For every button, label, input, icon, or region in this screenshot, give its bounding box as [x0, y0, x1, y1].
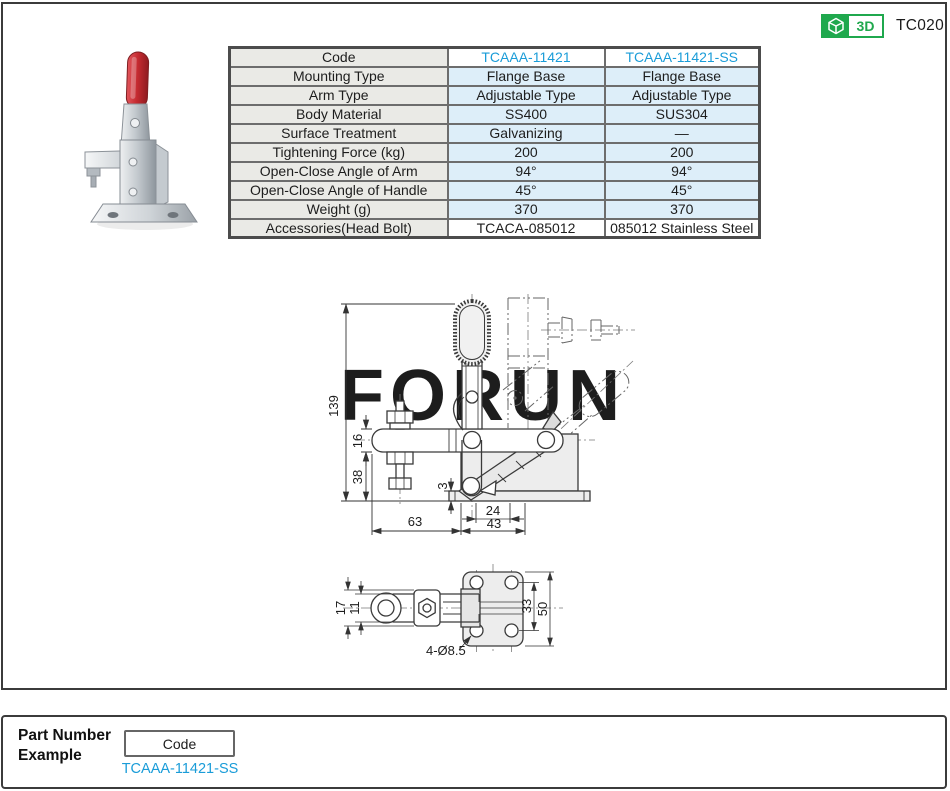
table-row: Tightening Force (kg) 200 200: [228, 141, 761, 163]
table-row: Accessories(Head Bolt) TCACA-085012 0850…: [228, 217, 761, 239]
spec-value: SUS304: [603, 103, 761, 125]
spec-value: 45°: [603, 179, 761, 201]
table-row: Mounting Type Flange Base Flange Base: [228, 65, 761, 87]
spec-value: —: [603, 122, 761, 144]
phantom-pivot-dot: [513, 396, 517, 400]
spec-label: Arm Type: [228, 84, 449, 106]
dim-50-label: 50: [535, 602, 550, 616]
dim-11-label: 11: [347, 601, 362, 615]
dim-43-label: 43: [487, 516, 501, 531]
spec-label: Accessories(Head Bolt): [228, 217, 449, 239]
spec-table: Code TCAAA-11421 TCAAA-11421-SS Mounting…: [228, 46, 761, 239]
front-view-geometry: [371, 299, 591, 502]
table-row: Open-Close Angle of Handle 45° 45°: [228, 179, 761, 201]
table-row: Open-Close Angle of Arm 94° 94°: [228, 160, 761, 182]
spec-label: Tightening Force (kg): [228, 141, 449, 163]
dim-139-label: 139: [326, 395, 341, 417]
spec-label: Weight (g): [228, 198, 449, 220]
spec-code-link[interactable]: TCAAA-11421: [446, 46, 606, 68]
spec-label: Open-Close Angle of Arm: [228, 160, 449, 182]
table-row: Surface Treatment Galvanizing —: [228, 122, 761, 144]
spec-value: Flange Base: [446, 65, 606, 87]
spec-value: Galvanizing: [446, 122, 606, 144]
badge-3d-label: 3D: [856, 18, 875, 34]
spec-value: 200: [603, 141, 761, 163]
part-number-example-title: Part Number Example: [18, 727, 112, 764]
spec-value: Adjustable Type: [446, 84, 606, 106]
view-3d-badge[interactable]: 3D: [821, 14, 884, 38]
photo-clamp-body: [84, 51, 198, 223]
code-box: Code: [124, 730, 235, 757]
spec-value: 370: [603, 198, 761, 220]
table-row: Weight (g) 370 370: [228, 198, 761, 220]
spec-value: Adjustable Type: [603, 84, 761, 106]
cube-3d-icon: [823, 16, 849, 36]
front-view-drawing: FORUN: [326, 294, 635, 535]
product-photo: [84, 51, 198, 230]
top-view-drawing: 17 11 33 50 4-Ø8.5: [333, 564, 563, 658]
dim-16-label: 16: [350, 434, 365, 448]
spec-label: Code: [228, 46, 449, 68]
front-view-dimensions: [341, 303, 526, 535]
top-view-dimensions: [344, 571, 554, 651]
spec-value: SS400: [446, 103, 606, 125]
front-view-dim-labels: 139 16 38 3 63 24 43: [326, 395, 501, 531]
dim-33-label: 33: [519, 599, 534, 613]
table-row: Code TCAAA-11421 TCAAA-11421-SS: [228, 46, 761, 68]
table-row: Arm Type Adjustable Type Adjustable Type: [228, 84, 761, 106]
spec-value: 94°: [603, 160, 761, 182]
spec-value: 370: [446, 198, 606, 220]
dim-63-label: 63: [408, 514, 422, 529]
table-row: Body Material SS400 SUS304: [228, 103, 761, 125]
phantom-open-position: [502, 297, 630, 444]
spec-label: Surface Treatment: [228, 122, 449, 144]
spec-value: 45°: [446, 179, 606, 201]
dim-holes-label: 4-Ø8.5: [426, 643, 466, 658]
catalog-page-panel: 3D TC020: [1, 2, 947, 690]
spec-label: Body Material: [228, 103, 449, 125]
spec-code-link[interactable]: TCAAA-11421-SS: [603, 46, 761, 68]
spec-value: 085012 Stainless Steel: [603, 217, 761, 239]
spec-label: Mounting Type: [228, 65, 449, 87]
page-code: TC020: [896, 17, 945, 34]
spec-value: 94°: [446, 160, 606, 182]
spec-value: Flange Base: [603, 65, 761, 87]
spec-value: TCACA-085012: [446, 217, 606, 239]
example-code-link[interactable]: TCAAA-11421-SS: [121, 761, 239, 777]
dim-3-label: 3: [435, 482, 450, 489]
dim-24-label: 24: [486, 503, 500, 518]
dim-17-label: 17: [333, 601, 348, 615]
spec-label: Open-Close Angle of Handle: [228, 179, 449, 201]
top-view-geometry: [370, 571, 524, 647]
spec-value: 200: [446, 141, 606, 163]
watermark-text: FORUN: [340, 356, 626, 436]
top-view-dim-labels: 17 11 33 50 4-Ø8.5: [333, 599, 550, 658]
dim-38-label: 38: [350, 470, 365, 484]
